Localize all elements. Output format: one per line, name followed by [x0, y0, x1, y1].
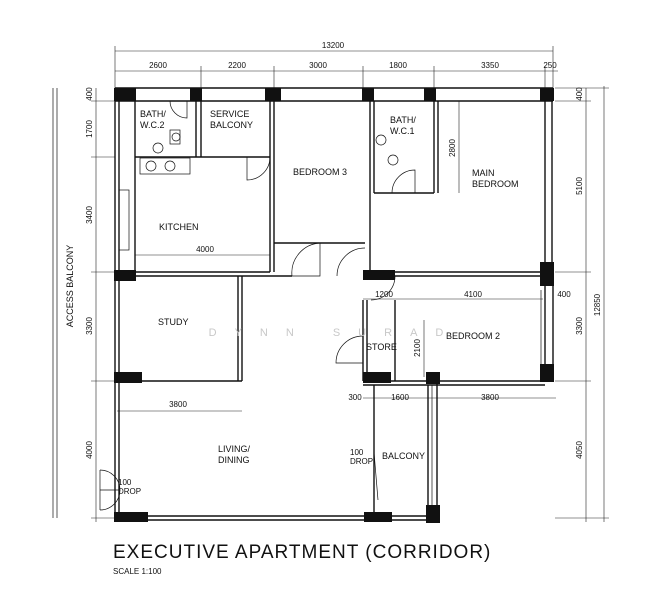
dim-bottom-a: 300 — [348, 393, 362, 402]
dim-overall-width: 13200 — [322, 41, 345, 50]
room-study: STUDY — [158, 317, 189, 327]
dim-left-2: 1700 — [85, 120, 94, 138]
dim-store-width: 1200 — [375, 290, 393, 299]
room-balcony: BALCONY — [382, 451, 425, 461]
walls — [114, 87, 554, 522]
room-main-bedroom: MAIN BEDROOM — [472, 168, 519, 189]
door-swings — [99, 100, 416, 511]
dim-store-height: 2100 — [413, 339, 422, 357]
plan-title: EXECUTIVE APARTMENT (CORRIDOR) — [113, 542, 491, 563]
dimension-lines — [52, 46, 609, 522]
room-kitchen: KITCHEN — [159, 222, 199, 232]
dim-top-5: 3350 — [481, 61, 499, 70]
dim-right-3: 3300 — [575, 317, 584, 335]
room-bedroom3: BEDROOM 3 — [293, 167, 347, 177]
dim-right-4: 4050 — [575, 441, 584, 459]
dim-left-1: 400 — [85, 87, 94, 101]
dim-top-6: 250 — [543, 61, 557, 70]
dim-top-2: 2200 — [228, 61, 246, 70]
fixtures — [118, 129, 399, 251]
room-bath-wc2-line2: W.C.2 — [140, 120, 165, 130]
dim-left-3: 3400 — [85, 206, 94, 224]
dim-bottom-c: 3800 — [481, 393, 499, 402]
room-living-dining: LIVING/ DINING — [218, 444, 253, 465]
plan-scale: SCALE 1:100 — [113, 567, 162, 576]
dim-bottom-b: 1600 — [391, 393, 409, 402]
room-service-balcony: SERVICE BALCONY — [210, 109, 253, 130]
room-bedroom2: BEDROOM 2 — [446, 331, 500, 341]
watermark: DYNN SURAD — [209, 327, 462, 339]
dim-right-1: 400 — [575, 87, 584, 101]
room-store: STORE — [366, 342, 397, 352]
dim-top-4: 1800 — [389, 61, 407, 70]
dim-kitchen-width: 4000 — [196, 245, 214, 254]
dim-left-4: 3300 — [85, 317, 94, 335]
dim-study-width: 3800 — [169, 400, 187, 409]
room-drop-right: 100 DROP — [350, 448, 373, 466]
room-bath-wc2: BATH/ W.C.2 — [140, 109, 168, 130]
dim-bath1-height: 2800 — [448, 139, 457, 157]
access-balcony-label: ACCESS BALCONY — [65, 245, 75, 328]
dim-bedroom2-width: 4100 — [464, 290, 482, 299]
dim-left-5: 4000 — [85, 441, 94, 459]
dim-top-3: 3000 — [309, 61, 327, 70]
room-bath-wc2-line1: BATH/ — [140, 109, 166, 119]
dim-right-2: 5100 — [575, 177, 584, 195]
dim-bedroom2-edge: 400 — [557, 290, 571, 299]
room-bath-wc1: BATH/ W.C.1 — [390, 115, 418, 136]
dim-top-1: 2600 — [149, 61, 167, 70]
dim-overall-height: 12850 — [593, 293, 602, 316]
columns — [114, 88, 554, 523]
room-drop-left: 100 DROP — [118, 478, 141, 496]
